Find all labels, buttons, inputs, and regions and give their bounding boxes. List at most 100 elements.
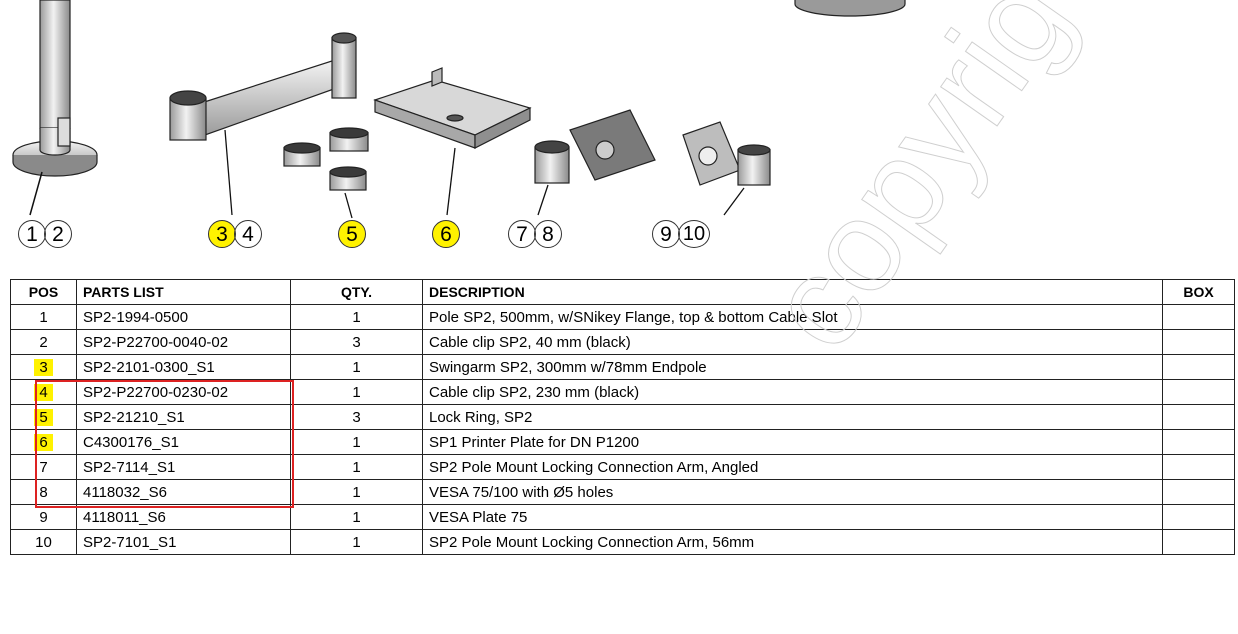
callout-circle: 3 [208,220,236,248]
part-number-cell: SP2-1994-0500 [76,304,291,330]
base-part [794,0,906,17]
qty-cell: 1 [290,379,423,405]
part-number-cell: C4300176_S1 [76,429,291,455]
qty-cell: 1 [290,454,423,480]
part-number-cell: SP2-7101_S1 [76,529,291,555]
box-cell [1162,454,1235,480]
callout-circle: 5 [338,220,366,248]
header-box: BOX [1162,279,1235,305]
callout-circle: 4 [234,220,262,248]
part-number-cell: SP2-2101-0300_S1 [76,354,291,380]
box-cell [1162,329,1235,355]
part-number-cell: SP2-7114_S1 [76,454,291,480]
pos-number: 7 [39,458,48,476]
qty-cell: 1 [290,304,423,330]
description-cell: SP2 Pole Mount Locking Connection Arm, A… [422,454,1163,480]
qty-cell: 1 [290,529,423,555]
callout-circle: 2 [44,220,72,248]
description-cell: Lock Ring, SP2 [422,404,1163,430]
callout-3-4: 3 4 [208,214,262,254]
callout-circle: 10 [678,220,710,248]
pos-number: 1 [39,308,48,326]
part-number-cell: 4118011_S6 [76,504,291,530]
description-cell: Swingarm SP2, 300mm w/78mm Endpole [422,354,1163,380]
pole-part [12,0,98,216]
pos-cell: 3 [10,354,77,380]
swingarm-part [169,32,357,216]
description-cell: Cable clip SP2, 40 mm (black) [422,329,1163,355]
callout-circle: 9 [652,220,680,248]
qty-cell: 1 [290,479,423,505]
description-cell: SP2 Pole Mount Locking Connection Arm, 5… [422,529,1163,555]
pos-number: 9 [39,508,48,526]
red-selection-box [35,380,294,508]
description-cell: Cable clip SP2, 230 mm (black) [422,379,1163,405]
callout-9-10: 9 10 [652,214,710,254]
vesa-plate-part [682,121,771,216]
box-cell [1162,379,1235,405]
assembly-illustration [12,0,906,219]
box-cell [1162,404,1235,430]
box-cell [1162,354,1235,380]
qty-cell: 3 [290,404,423,430]
box-cell [1162,504,1235,530]
qty-cell: 1 [290,429,423,455]
callout-5: 5 [338,214,366,254]
lock-ring-part [283,127,369,219]
printer-plate-part [373,67,532,216]
description-cell: VESA Plate 75 [422,504,1163,530]
description-cell: VESA 75/100 with Ø5 holes [422,479,1163,505]
qty-cell: 1 [290,354,423,380]
qty-cell: 3 [290,329,423,355]
header-pos: POS [10,279,77,305]
callout-1-2: 1 2 [18,214,72,254]
table-header-row: POS PARTS LIST QTY. DESCRIPTION BOX [10,279,1235,305]
description-cell: SP1 Printer Plate for DN P1200 [422,429,1163,455]
connection-arm-part [534,109,656,216]
pos-cell: 9 [10,504,77,530]
header-parts-list: PARTS LIST [76,279,291,305]
callout-6: 6 [432,214,460,254]
pos-cell: 4 [10,379,77,405]
qty-cell: 1 [290,504,423,530]
callout-circle: 1 [18,220,46,248]
pos-number: 10 [35,533,52,551]
parts-drawing: 1 2 3 4 5 6 7 8 9 10 [0,0,1238,272]
pos-number: 2 [39,333,48,351]
pos-number: 4 [34,383,53,401]
description-cell: Pole SP2, 500mm, w/SNikey Flange, top & … [422,304,1163,330]
header-qty: QTY. [290,279,423,305]
pos-cell: 6 [10,429,77,455]
box-cell [1162,529,1235,555]
pos-cell: 2 [10,329,77,355]
pos-cell: 10 [10,529,77,555]
header-description: DESCRIPTION [422,279,1163,305]
callout-7-8: 7 8 [508,214,562,254]
box-cell [1162,304,1235,330]
box-cell [1162,429,1235,455]
part-number-cell: SP2-P22700-0040-02 [76,329,291,355]
pos-cell: 1 [10,304,77,330]
pos-number: 8 [39,483,48,501]
pos-cell: 7 [10,454,77,480]
part-number-cell: SP2-P22700-0230-02 [76,379,291,405]
pos-number: 6 [34,433,53,451]
pos-number: 5 [34,408,53,426]
callout-circle: 6 [432,220,460,248]
box-cell [1162,479,1235,505]
callout-circle: 7 [508,220,536,248]
pos-number: 3 [34,358,53,376]
part-number-cell: 4118032_S6 [76,479,291,505]
callout-circle: 8 [534,220,562,248]
